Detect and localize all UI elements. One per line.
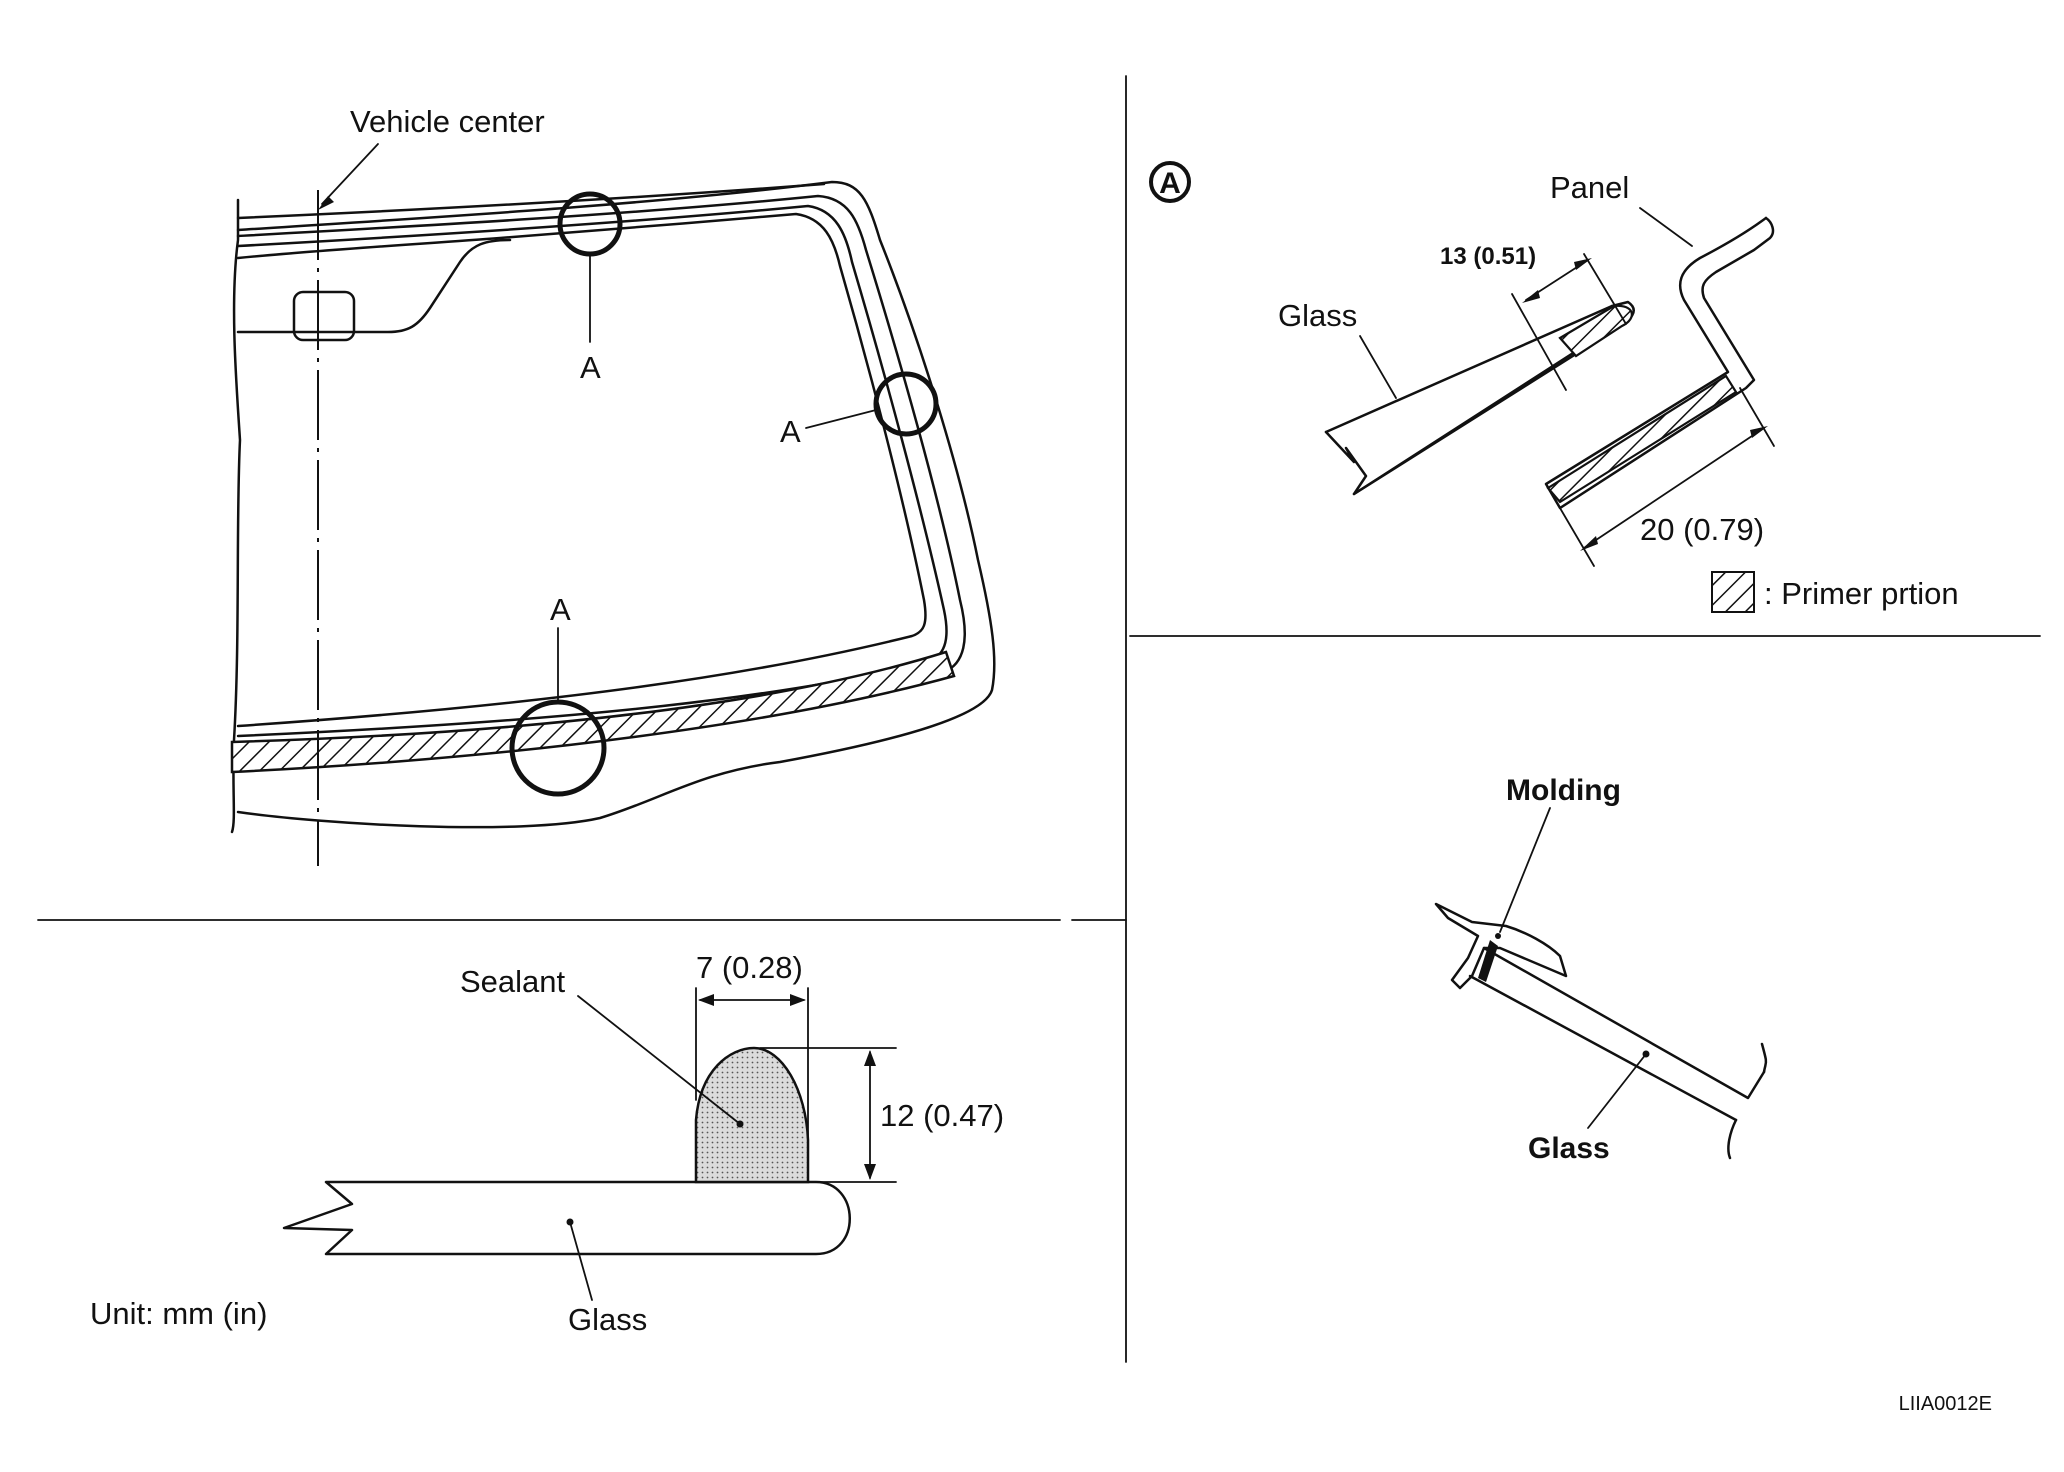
panel-label: Panel	[1550, 170, 1629, 205]
point-a-top-label: A	[580, 350, 601, 385]
detail-a-section: A 13 (0.51) 20 (0.79) Glass Panel : Prim…	[1149, 161, 1959, 613]
molding-label: Molding	[1506, 774, 1621, 807]
detail-a-marker: A	[1159, 167, 1181, 200]
dim-panel-20: 20 (0.79)	[1640, 512, 1764, 547]
dim-glass-13: 13 (0.51)	[1440, 243, 1536, 270]
point-a-side-label: A	[780, 414, 801, 449]
sealant-height-dim: 12 (0.47)	[880, 1098, 1004, 1133]
detail-glass-label: Glass	[1278, 298, 1357, 333]
figure-code: LIIA0012E	[1899, 1393, 1992, 1415]
point-a-bottom-label: A	[550, 592, 571, 627]
molding-section: Molding Glass	[1434, 774, 1768, 1165]
sealant-section: 7 (0.28) 12 (0.47) Sealant Glass Unit: m…	[90, 950, 1004, 1337]
windshield-overview: Vehicle center A A A	[230, 104, 996, 866]
vehicle-center-label: Vehicle center	[350, 104, 545, 139]
primer-legend-label: : Primer prtion	[1764, 576, 1959, 611]
panel-dividers	[37, 75, 2041, 1363]
unit-label: Unit: mm (in)	[90, 1296, 267, 1331]
sealant-width-dim: 7 (0.28)	[696, 950, 803, 985]
molding-glass-label: Glass	[1528, 1132, 1610, 1165]
sealant-glass-label: Glass	[568, 1302, 647, 1337]
sealant-label: Sealant	[460, 964, 566, 999]
